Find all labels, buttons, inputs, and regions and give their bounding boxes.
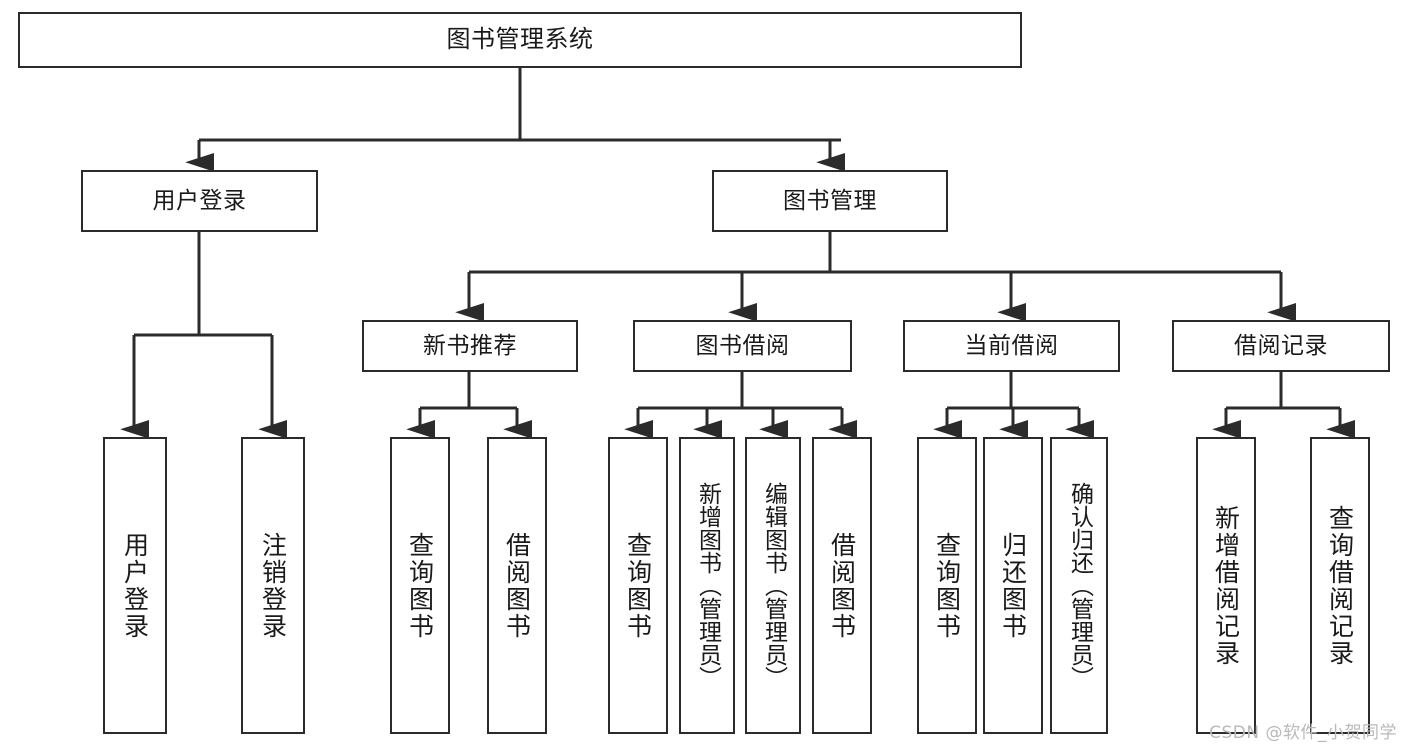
node-user-login[interactable]: 用户登录: [81, 170, 318, 232]
node-book-borrow[interactable]: 图书借阅: [633, 320, 852, 372]
node-leaf-logout[interactable]: 注销登录: [241, 437, 305, 734]
node-book-borrow-label: 图书借阅: [695, 332, 790, 359]
node-leaf-query-book-3-label: 查询图书: [932, 531, 962, 640]
node-leaf-add-book-label: 新增图书（管理员）: [694, 482, 721, 689]
node-borrow-record[interactable]: 借阅记录: [1172, 320, 1390, 372]
node-leaf-query-book-2[interactable]: 查询图书: [608, 437, 668, 734]
node-leaf-confirm-return[interactable]: 确认归还（管理员）: [1050, 437, 1108, 734]
node-borrow-record-label: 借阅记录: [1234, 332, 1328, 359]
node-leaf-query-book-1[interactable]: 查询图书: [390, 437, 450, 734]
node-leaf-edit-book-label: 编辑图书（管理员）: [760, 482, 787, 689]
node-user-login-label: 用户登录: [152, 187, 247, 214]
node-book-manage[interactable]: 图书管理: [712, 170, 948, 232]
node-leaf-query-book-3[interactable]: 查询图书: [917, 437, 977, 734]
node-new-book-rec-label: 新书推荐: [423, 332, 517, 359]
node-leaf-logout-label: 注销登录: [258, 531, 288, 640]
node-leaf-borrow-book-1[interactable]: 借阅图书: [487, 437, 547, 734]
csdn-watermark: CSDN @软件_小贺同学: [1209, 723, 1397, 743]
node-leaf-user-login-label: 用户登录: [120, 531, 150, 640]
node-leaf-add-record[interactable]: 新增借阅记录: [1196, 437, 1256, 734]
node-leaf-add-record-label: 新增借阅记录: [1211, 504, 1241, 667]
node-leaf-borrow-book-2-label: 借阅图书: [827, 531, 857, 640]
node-leaf-query-record-label: 查询借阅记录: [1325, 504, 1355, 667]
node-new-book-rec[interactable]: 新书推荐: [362, 320, 578, 372]
node-book-manage-label: 图书管理: [783, 187, 877, 214]
node-current-borrow-label: 当前借阅: [964, 332, 1059, 359]
node-root[interactable]: 图书管理系统: [18, 12, 1022, 68]
node-leaf-user-login[interactable]: 用户登录: [103, 437, 167, 734]
node-leaf-add-book[interactable]: 新增图书（管理员）: [679, 437, 735, 734]
node-leaf-query-book-2-label: 查询图书: [623, 531, 653, 640]
node-current-borrow[interactable]: 当前借阅: [903, 320, 1120, 372]
node-leaf-borrow-book-1-label: 借阅图书: [502, 531, 532, 640]
node-leaf-query-book-1-label: 查询图书: [405, 531, 435, 640]
node-leaf-borrow-book-2[interactable]: 借阅图书: [812, 437, 872, 734]
node-leaf-confirm-return-label: 确认归还（管理员）: [1066, 482, 1093, 689]
node-leaf-query-record[interactable]: 查询借阅记录: [1310, 437, 1370, 734]
node-leaf-return-book-label: 归还图书: [998, 531, 1028, 640]
node-leaf-edit-book[interactable]: 编辑图书（管理员）: [745, 437, 801, 734]
node-root-label: 图书管理系统: [446, 25, 594, 54]
node-leaf-return-book[interactable]: 归还图书: [983, 437, 1043, 734]
